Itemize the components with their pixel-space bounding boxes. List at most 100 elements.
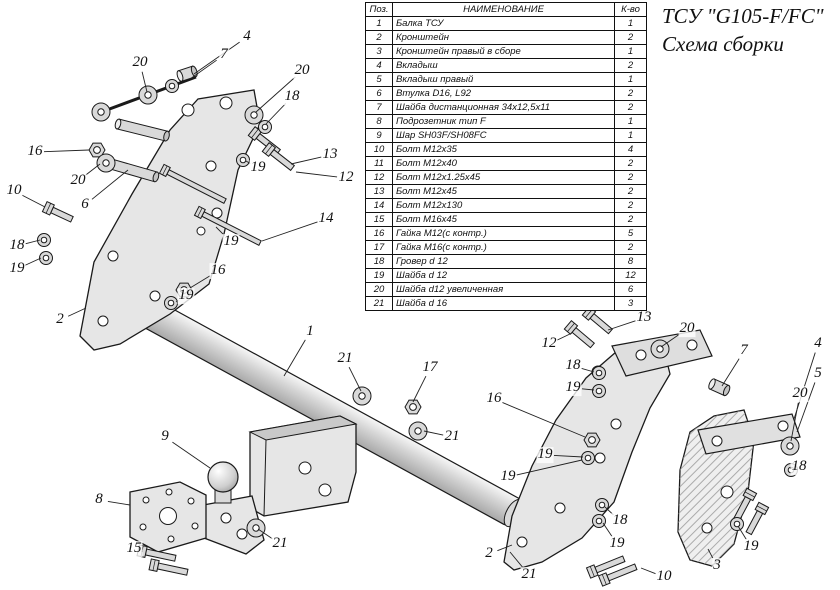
nut — [583, 432, 601, 448]
washer-large — [246, 518, 266, 538]
parts-cell-qty: 1 — [614, 128, 647, 143]
parts-cell-pos: 17 — [365, 240, 393, 255]
parts-cell-qty: 12 — [614, 268, 647, 283]
spring-washer — [784, 463, 798, 477]
parts-cell-qty: 2 — [614, 58, 647, 73]
parts-cell-name: Гайка M16(с контр.) — [392, 240, 615, 255]
parts-cell-qty: 2 — [614, 100, 647, 115]
parts-cell-pos: 2 — [365, 30, 393, 45]
parts-cell-name: Болт M12x40 — [392, 156, 615, 171]
washer — [592, 514, 606, 528]
parts-cell-pos: 12 — [365, 170, 393, 185]
washer-large — [408, 421, 428, 441]
washer — [236, 153, 250, 167]
parts-cell-pos: 8 — [365, 114, 393, 129]
parts-cell-name: Гайка M12(с контр.) — [392, 226, 615, 241]
washer-large — [96, 153, 116, 173]
bolt — [585, 555, 626, 579]
parts-cell-pos: 19 — [365, 268, 393, 283]
bolt — [563, 319, 596, 349]
parts-cell-qty: 2 — [614, 170, 647, 185]
spring-washer — [37, 233, 51, 247]
parts-cell-qty: 1 — [614, 16, 647, 31]
drawing-subtitle: Схема сборки — [662, 32, 784, 56]
parts-cell-pos: 1 — [365, 16, 393, 31]
parts-cell-pos: 14 — [365, 198, 393, 213]
parts-cell-pos: 20 — [365, 282, 393, 297]
parts-cell-pos: 7 — [365, 100, 393, 115]
washer — [581, 451, 595, 465]
nut — [404, 399, 422, 415]
washer-large — [244, 105, 264, 125]
washer-large — [138, 85, 158, 105]
bolt — [597, 563, 638, 587]
spacer-washer — [176, 65, 198, 82]
left-bracket — [79, 89, 261, 351]
parts-cell-pos: 16 — [365, 226, 393, 241]
washer-large — [650, 339, 670, 359]
parts-cell-pos: 11 — [365, 156, 393, 171]
spring-washer — [592, 366, 606, 380]
bolt — [41, 200, 74, 223]
parts-cell-pos: 3 — [365, 44, 393, 59]
parts-cell-name: Болт M12x1.25x45 — [392, 170, 615, 185]
center-mount-box — [248, 415, 358, 517]
right-insert-plate — [697, 413, 801, 455]
parts-cell-qty: 2 — [614, 30, 647, 45]
parts-header-name: НАИМЕНОВАНИЕ — [392, 2, 615, 17]
parts-cell-pos: 4 — [365, 58, 393, 73]
parts-cell-qty: 6 — [614, 282, 647, 297]
parts-cell-qty: 1 — [614, 72, 647, 87]
parts-cell-name: Болт M12x45 — [392, 184, 615, 199]
parts-cell-qty: 2 — [614, 212, 647, 227]
parts-cell-name: Подрозетник тип F — [392, 114, 615, 129]
parts-cell-name: Гровер d 12 — [392, 254, 615, 269]
bushing — [114, 118, 170, 142]
parts-cell-name: Вкладыш — [392, 58, 615, 73]
parts-cell-qty: 2 — [614, 198, 647, 213]
parts-cell-name: Шайба d12 увеличенная — [392, 282, 615, 297]
parts-cell-qty: 8 — [614, 254, 647, 269]
parts-cell-name: Втулка D16, L92 — [392, 86, 615, 101]
parts-header-qty: К-во — [614, 2, 647, 17]
parts-cell-name: Вкладыш правый — [392, 72, 615, 87]
parts-cell-name: Болт M12x35 — [392, 142, 615, 157]
parts-cell-name: Кронштейн правый в сборе — [392, 44, 615, 59]
parts-cell-pos: 15 — [365, 212, 393, 227]
parts-cell-qty: 3 — [614, 296, 647, 311]
washer-large — [91, 102, 111, 122]
nut — [175, 282, 193, 298]
parts-cell-name: Болт M12x130 — [392, 198, 615, 213]
parts-cell-qty: 4 — [614, 142, 647, 157]
parts-cell-qty: 2 — [614, 184, 647, 199]
bolt — [148, 558, 189, 576]
parts-cell-name: Шар SH03F/SH08FC — [392, 128, 615, 143]
parts-cell-name: Болт M16x45 — [392, 212, 615, 227]
parts-cell-qty: 2 — [614, 86, 647, 101]
bolt — [261, 142, 296, 172]
parts-cell-qty: 2 — [614, 240, 647, 255]
washer — [165, 79, 179, 93]
parts-cell-qty: 2 — [614, 156, 647, 171]
spacer-washer — [708, 378, 731, 397]
